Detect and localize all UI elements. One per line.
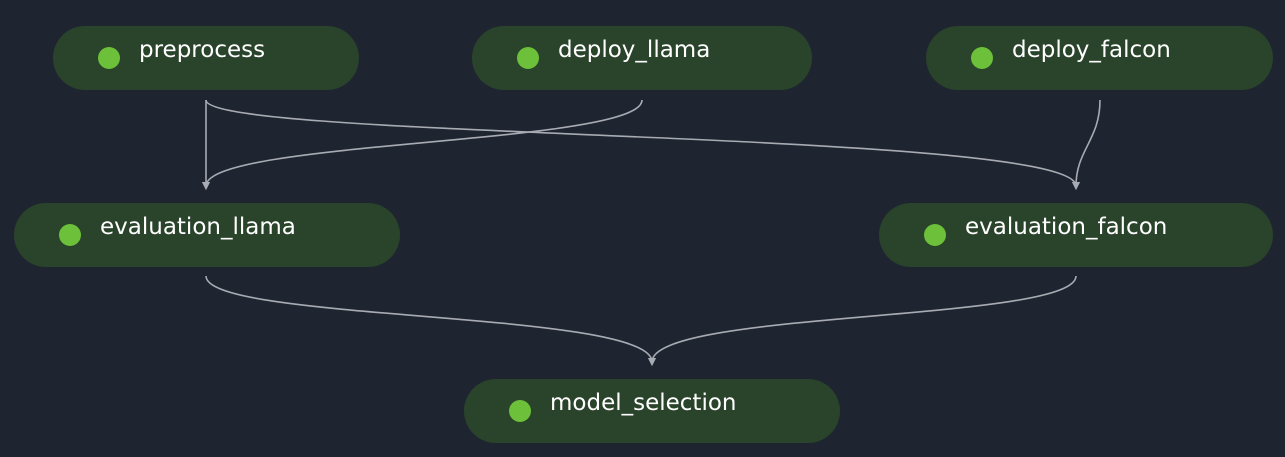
status-success-icon bbox=[509, 400, 531, 422]
node-deploy-falcon[interactable]: deploy_falcon bbox=[926, 26, 1273, 90]
node-model-selection[interactable]: model_selection bbox=[464, 379, 840, 443]
status-success-icon bbox=[98, 47, 120, 69]
node-label: deploy_falcon bbox=[1012, 37, 1171, 63]
edge-deploy-llama-to-evaluation-llama bbox=[202, 99, 643, 190]
status-success-icon bbox=[924, 224, 946, 246]
node-preprocess[interactable]: preprocess bbox=[53, 26, 359, 90]
node-label: evaluation_llama bbox=[100, 214, 296, 240]
edge-preprocess-to-evaluation-falcon bbox=[205, 99, 1080, 190]
node-evaluation-llama[interactable]: evaluation_llama bbox=[14, 203, 400, 267]
status-success-icon bbox=[517, 47, 539, 69]
status-success-icon bbox=[971, 47, 993, 69]
status-success-icon bbox=[59, 224, 81, 246]
node-deploy-llama[interactable]: deploy_llama bbox=[472, 26, 812, 90]
edge-deploy-falcon-to-evaluation-falcon bbox=[1072, 99, 1101, 190]
node-label: preprocess bbox=[139, 37, 266, 63]
node-evaluation-falcon[interactable]: evaluation_falcon bbox=[879, 203, 1273, 267]
edge-evaluation-falcon-to-model-selection bbox=[648, 275, 1077, 366]
node-label: model_selection bbox=[550, 390, 737, 416]
edge-evaluation-llama-to-model-selection bbox=[205, 275, 656, 366]
node-label: evaluation_falcon bbox=[965, 214, 1168, 240]
node-label: deploy_llama bbox=[558, 37, 711, 63]
